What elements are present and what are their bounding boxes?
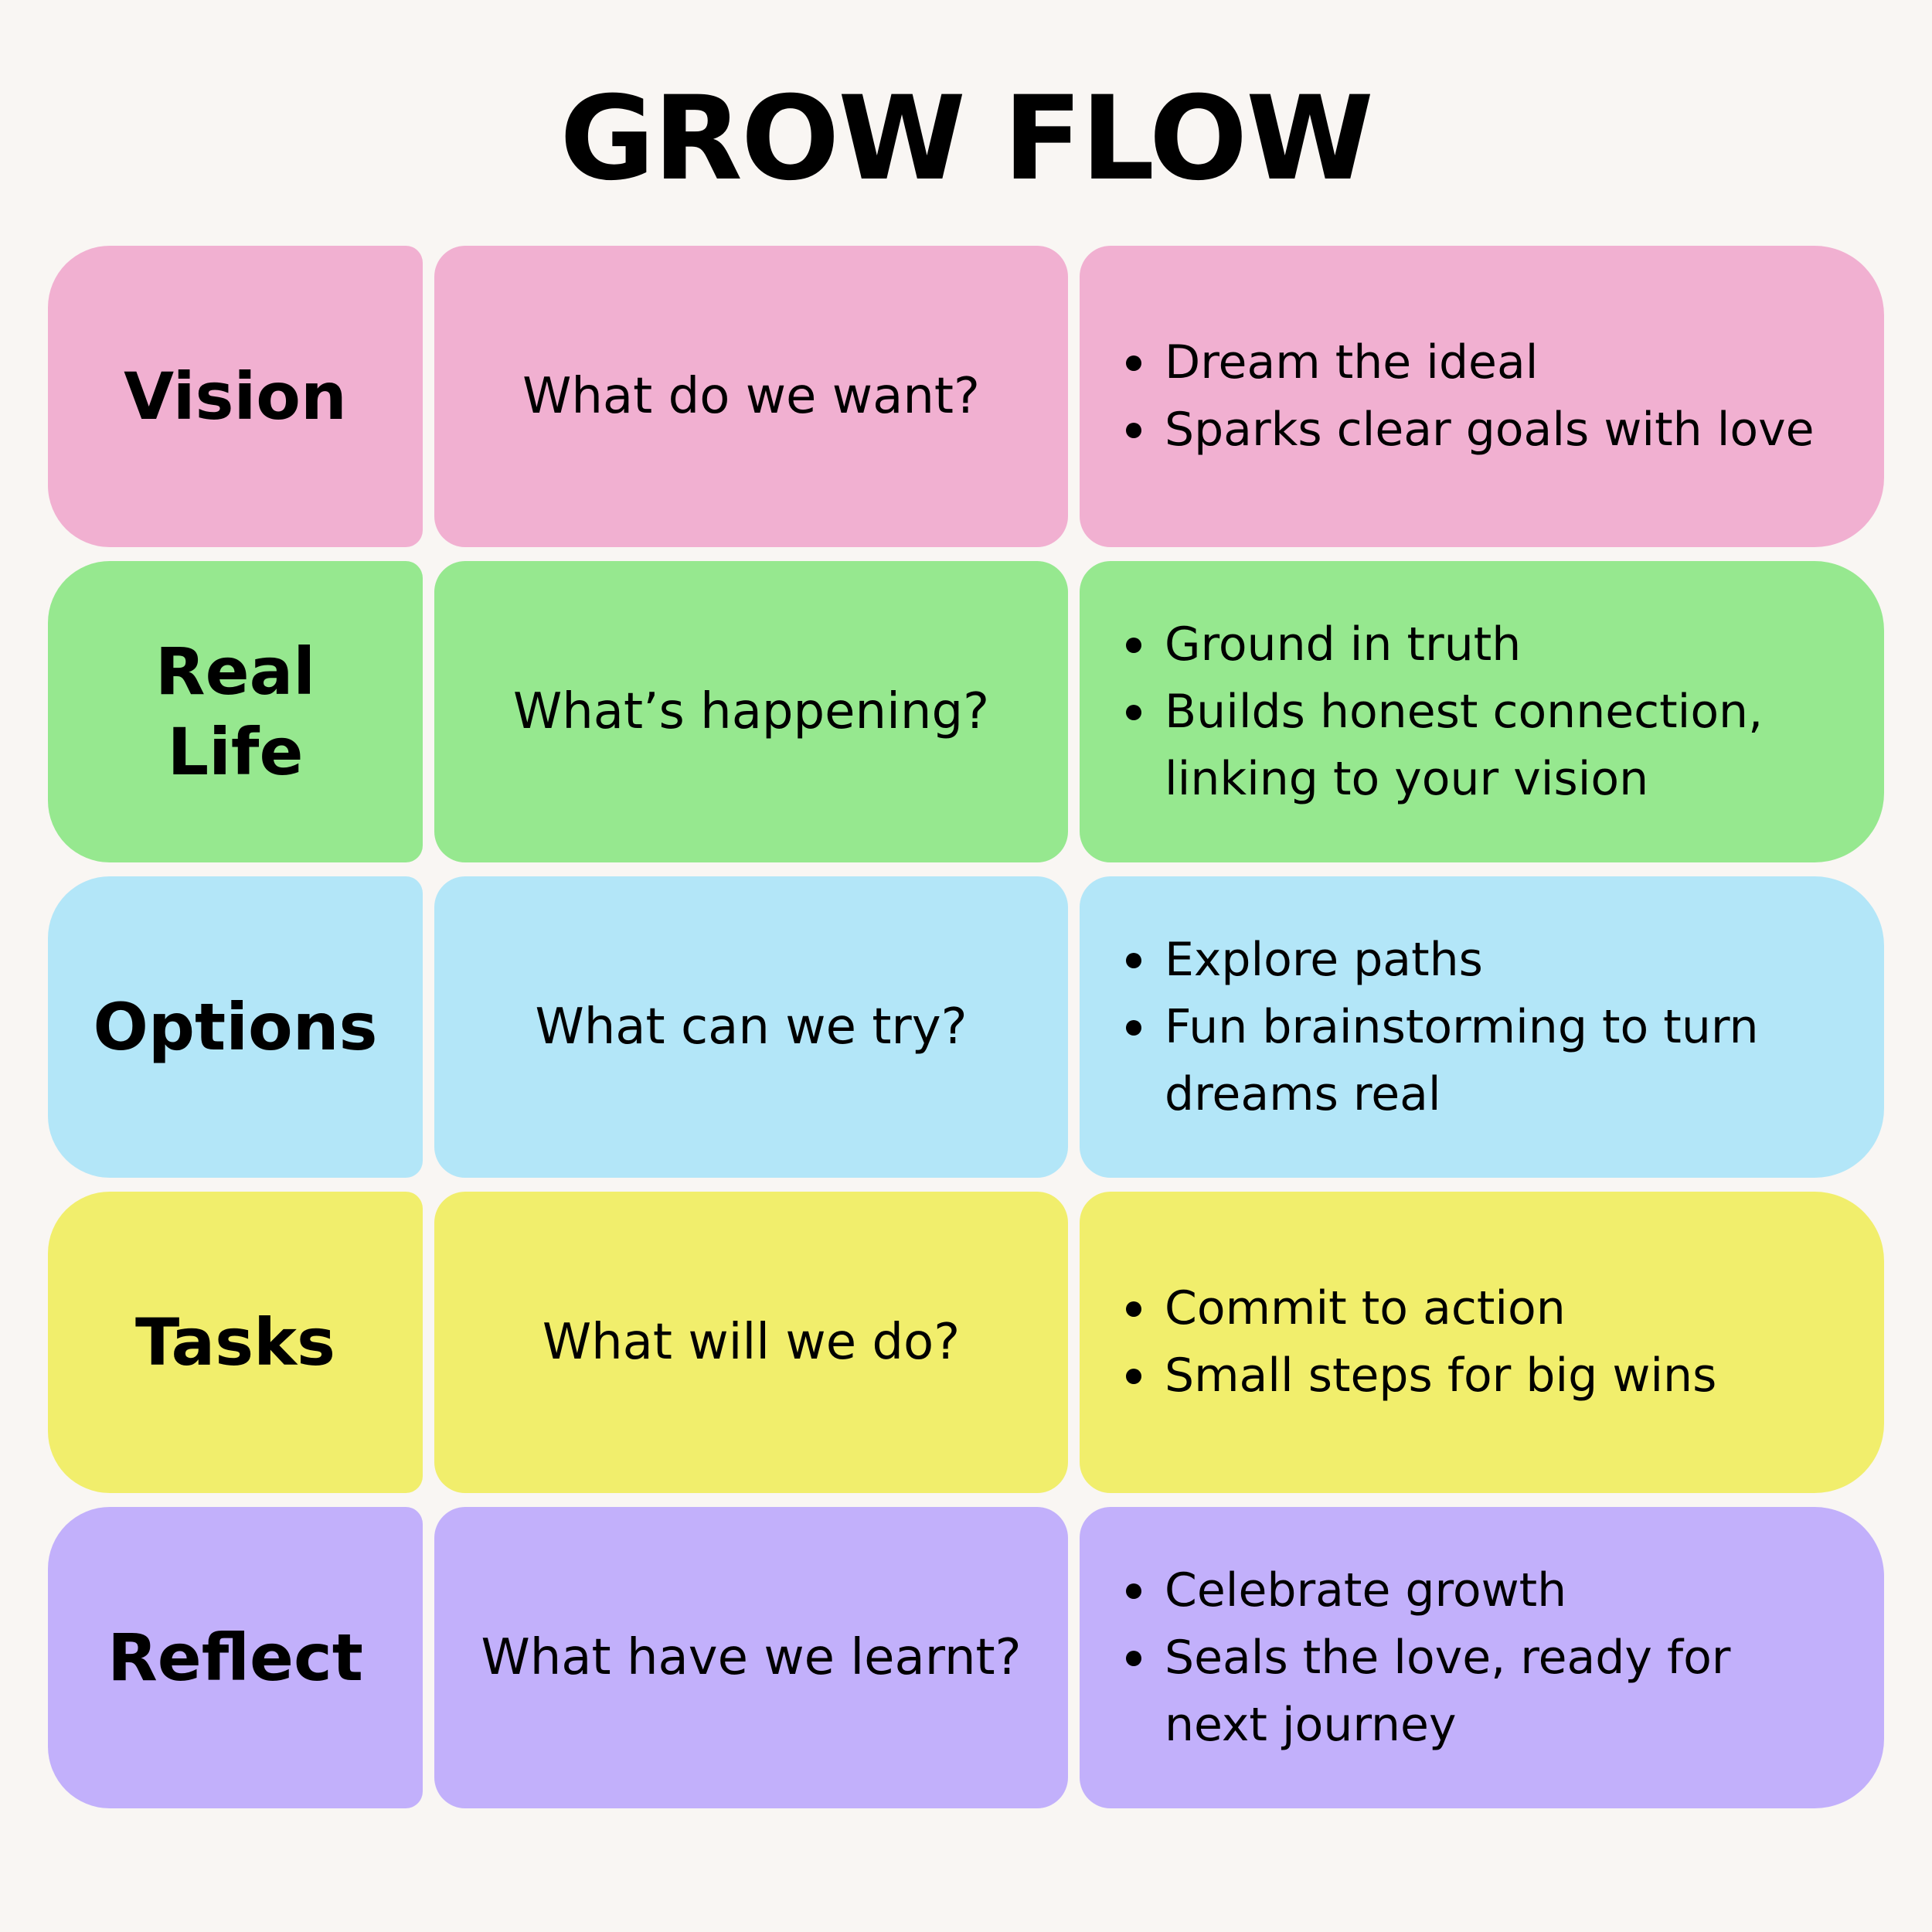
points-list-tasks: Commit to action Small steps for big win…	[1125, 1275, 1716, 1410]
label-cell-vision: Vision	[48, 246, 423, 547]
question-vision: What do we want?	[522, 368, 980, 425]
list-item: Ground in truth	[1126, 611, 1845, 679]
row-options: Options What can we try? Explore paths F…	[48, 876, 1884, 1178]
question-cell-options: What can we try?	[434, 876, 1068, 1178]
label-cell-real-life: Real Life	[48, 561, 423, 862]
points-list-options: Explore paths Fun brainstorming to turn …	[1126, 927, 1845, 1128]
points-list-vision: Dream the ideal Sparks clear goals with …	[1126, 329, 1815, 464]
row-real-life: Real Life What’s happening? Ground in tr…	[48, 561, 1884, 862]
label-real-life: Real Life	[155, 634, 316, 790]
row-vision: Vision What do we want? Dream the ideal …	[48, 246, 1884, 547]
list-item: Builds honest connection, linking to you…	[1126, 679, 1845, 813]
points-cell-real-life: Ground in truth Builds honest connection…	[1080, 561, 1884, 862]
list-item: Fun brainstorming to turn dreams real	[1126, 994, 1845, 1128]
label-cell-tasks: Tasks	[48, 1192, 423, 1493]
question-cell-vision: What do we want?	[434, 246, 1068, 547]
question-cell-reflect: What have we learnt?	[434, 1507, 1068, 1808]
question-reflect: What have we learnt?	[481, 1629, 1022, 1686]
list-item: Celebrate growth	[1126, 1557, 1845, 1624]
label-cell-reflect: Reflect	[48, 1507, 423, 1808]
list-item: Dream the ideal	[1126, 329, 1815, 396]
list-item: Small steps for big wins	[1125, 1342, 1716, 1410]
points-list-reflect: Celebrate growth Seals the love, ready f…	[1126, 1557, 1845, 1759]
label-options: Options	[93, 989, 378, 1065]
question-real-life: What’s happening?	[512, 683, 990, 740]
row-reflect: Reflect What have we learnt? Celebrate g…	[48, 1507, 1884, 1808]
label-reflect: Reflect	[107, 1620, 363, 1696]
points-cell-reflect: Celebrate growth Seals the love, ready f…	[1080, 1507, 1884, 1808]
question-cell-tasks: What will we do?	[434, 1192, 1068, 1493]
label-cell-options: Options	[48, 876, 423, 1178]
label-vision: Vision	[124, 359, 347, 434]
list-item: Sparks clear goals with love	[1126, 396, 1815, 464]
page-title: GROW FLOW	[560, 72, 1373, 206]
list-item: Seals the love, ready for next journey	[1126, 1624, 1845, 1759]
points-cell-options: Explore paths Fun brainstorming to turn …	[1080, 876, 1884, 1178]
row-tasks: Tasks What will we do? Commit to action …	[48, 1192, 1884, 1493]
list-item: Explore paths	[1126, 927, 1845, 994]
points-list-real-life: Ground in truth Builds honest connection…	[1126, 611, 1845, 813]
question-options: What can we try?	[535, 998, 968, 1056]
list-item: Commit to action	[1125, 1275, 1716, 1342]
question-cell-real-life: What’s happening?	[434, 561, 1068, 862]
question-tasks: What will we do?	[542, 1314, 961, 1371]
points-cell-vision: Dream the ideal Sparks clear goals with …	[1080, 246, 1884, 547]
label-tasks: Tasks	[134, 1304, 335, 1380]
points-cell-tasks: Commit to action Small steps for big win…	[1080, 1192, 1884, 1493]
